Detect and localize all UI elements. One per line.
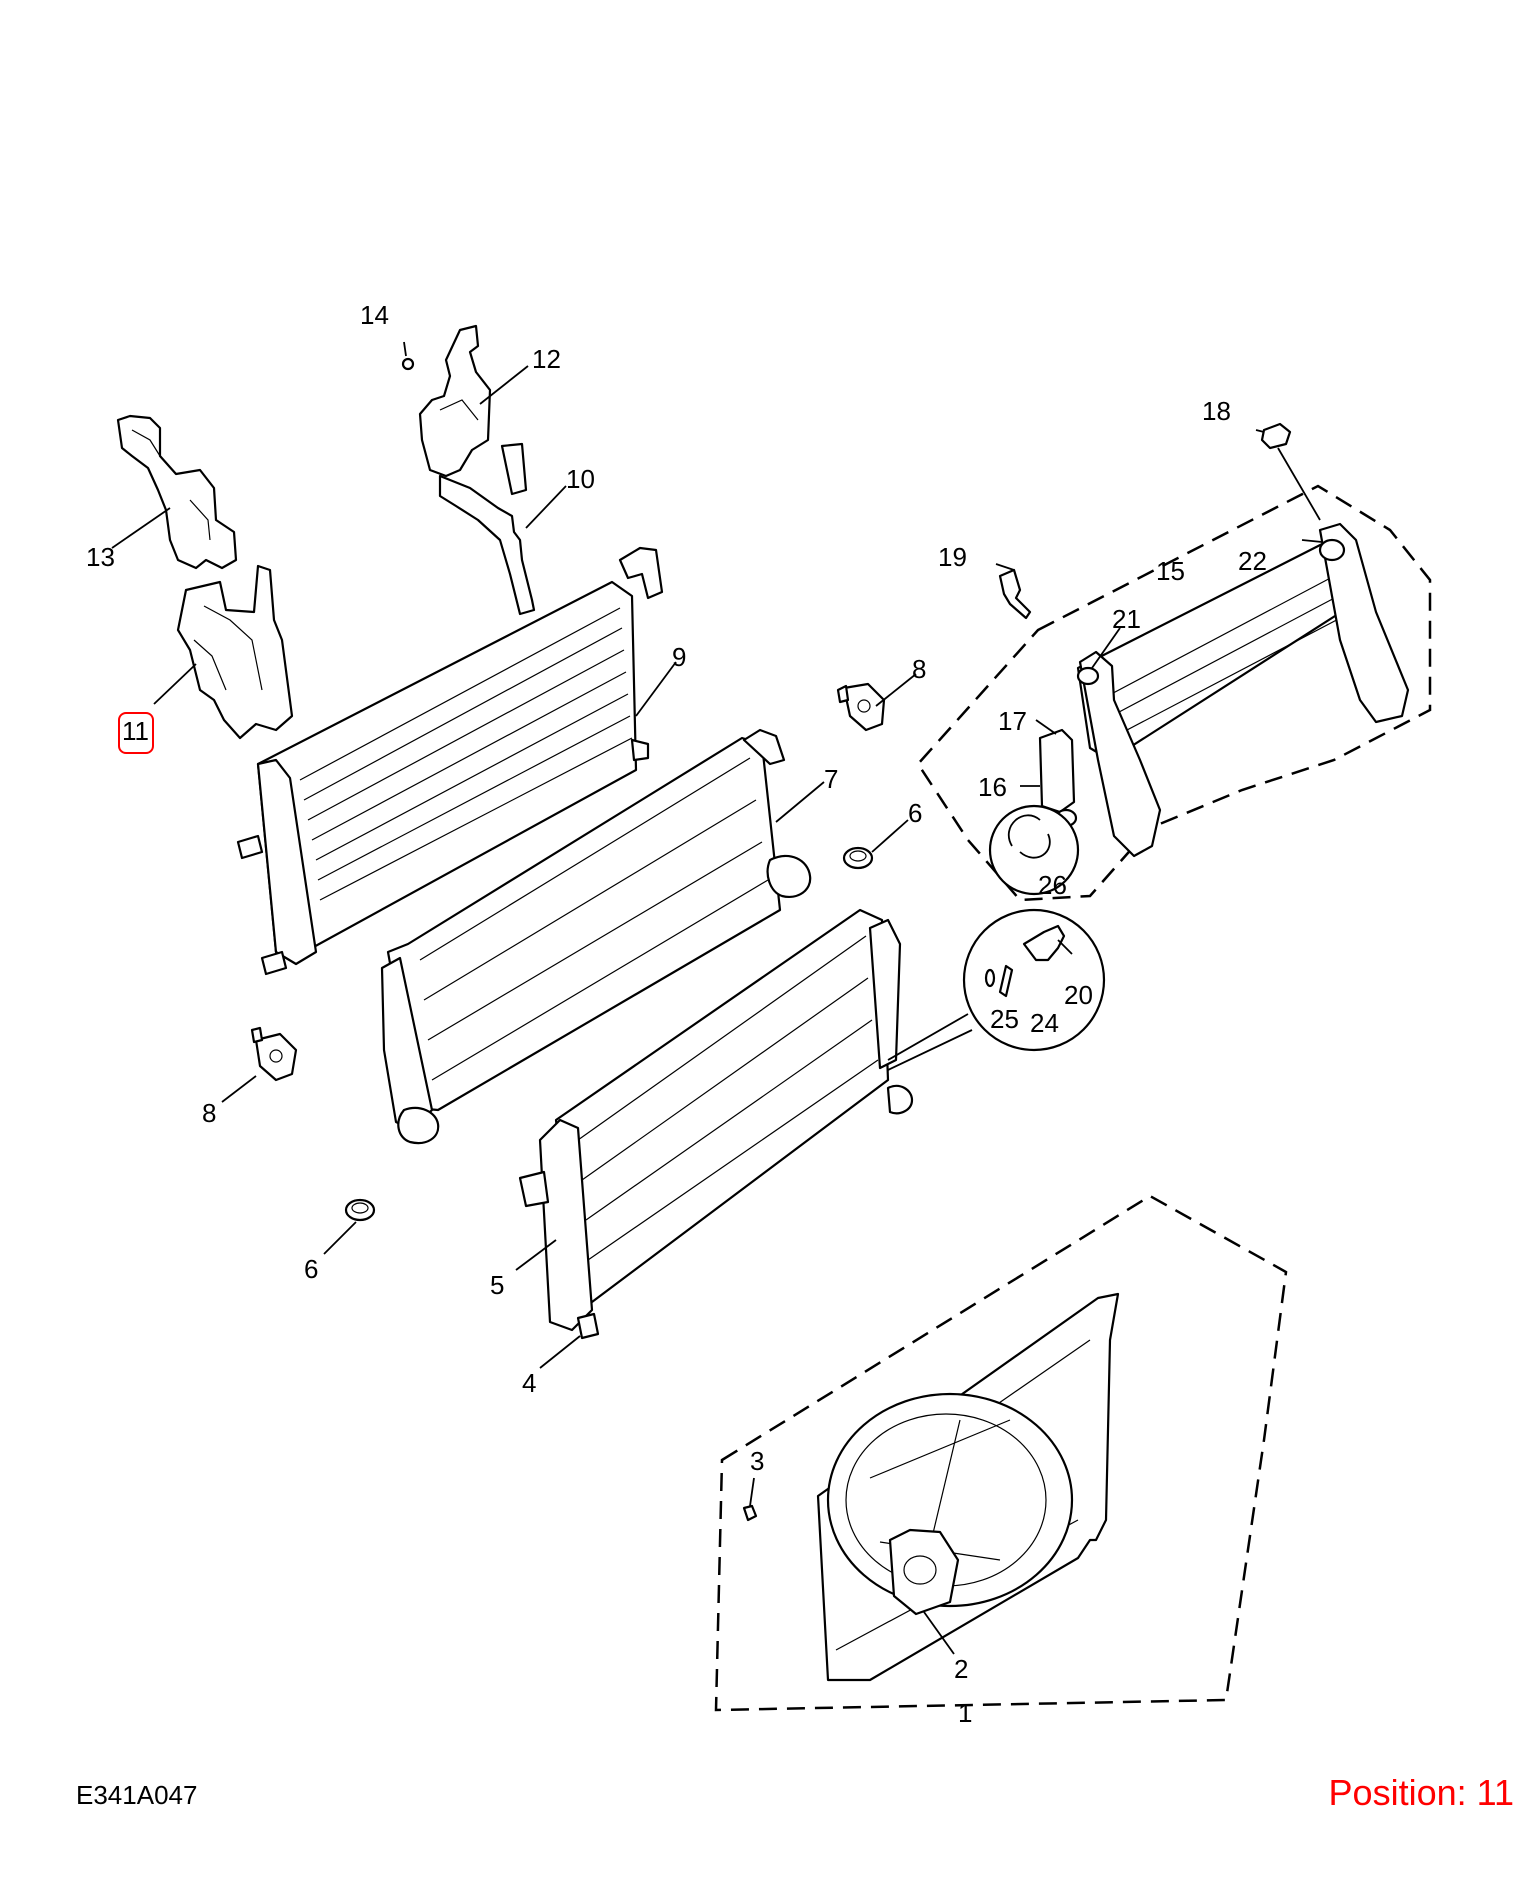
part-26-spring-clip[interactable] [988,804,1080,896]
part-6-mount-bushing-left[interactable] [344,1198,376,1222]
part-9-condenser[interactable] [236,546,664,976]
callout-8-left: 8 [202,1098,216,1128]
callout-26: 26 [1038,870,1067,900]
part-8-bracket-right[interactable] [836,682,886,732]
callout-5: 5 [490,1270,504,1300]
part-12-upper-deflector[interactable] [418,324,492,478]
callout-21: 21 [1112,604,1141,634]
callout-14: 14 [360,300,389,330]
callout-7: 7 [824,764,838,794]
callout-4: 4 [522,1368,536,1398]
diagram-code: E341A047 [76,1780,198,1810]
part-17-sensor-housing[interactable] [1038,728,1076,814]
part-19-stud-bolt[interactable] [998,568,1032,620]
part-22-bushing[interactable] [1318,538,1346,562]
callout-12: 12 [532,344,561,374]
part-2-fan-motor[interactable] [888,1528,960,1616]
part-10-air-deflector-right[interactable] [438,442,536,616]
part-5-radiator[interactable] [518,908,914,1332]
callout-3: 3 [750,1446,764,1476]
callout-18: 18 [1202,396,1231,426]
part-6-mount-bushing-right[interactable] [842,846,874,870]
position-highlight-box [118,712,154,754]
callout-17: 17 [998,706,1027,736]
callout-labels: 14 12 13 10 11 9 8 7 6 8 6 5 4 3 2 1 18 … [86,300,1267,1728]
callout-15: 15 [1156,556,1185,586]
callout-10: 10 [566,464,595,494]
part-24-retaining-clip[interactable] [998,964,1014,998]
part-21-fitting[interactable] [1076,666,1100,686]
callout-11: 11 [122,716,149,746]
callout-9: 9 [672,642,686,672]
part-1-fan-shroud-group[interactable] [714,1194,1288,1712]
part-14-clip-nut[interactable] [401,357,415,371]
part-18-upper-nut[interactable] [1260,422,1321,521]
leader-lines [111,341,1323,1655]
callout-24: 24 [1030,1008,1059,1038]
callout-6-left: 6 [304,1254,318,1284]
part-15-auxiliary-cooler-group[interactable] [916,484,1432,902]
callout-20: 20 [1064,980,1093,1010]
part-25-seal[interactable] [984,968,996,988]
callout-13: 13 [86,542,115,572]
position-indicator: Position: 11 [1328,1772,1514,1813]
part-4-radiator-lower-mount[interactable] [576,1312,600,1340]
callout-6-right: 6 [908,798,922,828]
sensor-detail-inset [887,908,1106,1071]
callout-2: 2 [954,1654,968,1684]
callout-22: 22 [1238,546,1267,576]
callout-16: 16 [978,772,1007,802]
part-3-shroud-bolt[interactable] [742,1504,758,1522]
part-13-side-deflector[interactable] [116,414,238,570]
part-7-intercooler[interactable] [380,728,812,1145]
callout-25: 25 [990,1004,1019,1034]
part-8-bracket-left[interactable] [250,1026,298,1082]
callout-1: 1 [958,1698,972,1728]
part-11-air-deflector-left[interactable] [176,564,294,740]
callout-19: 19 [938,542,967,572]
callout-8-right: 8 [912,654,926,684]
